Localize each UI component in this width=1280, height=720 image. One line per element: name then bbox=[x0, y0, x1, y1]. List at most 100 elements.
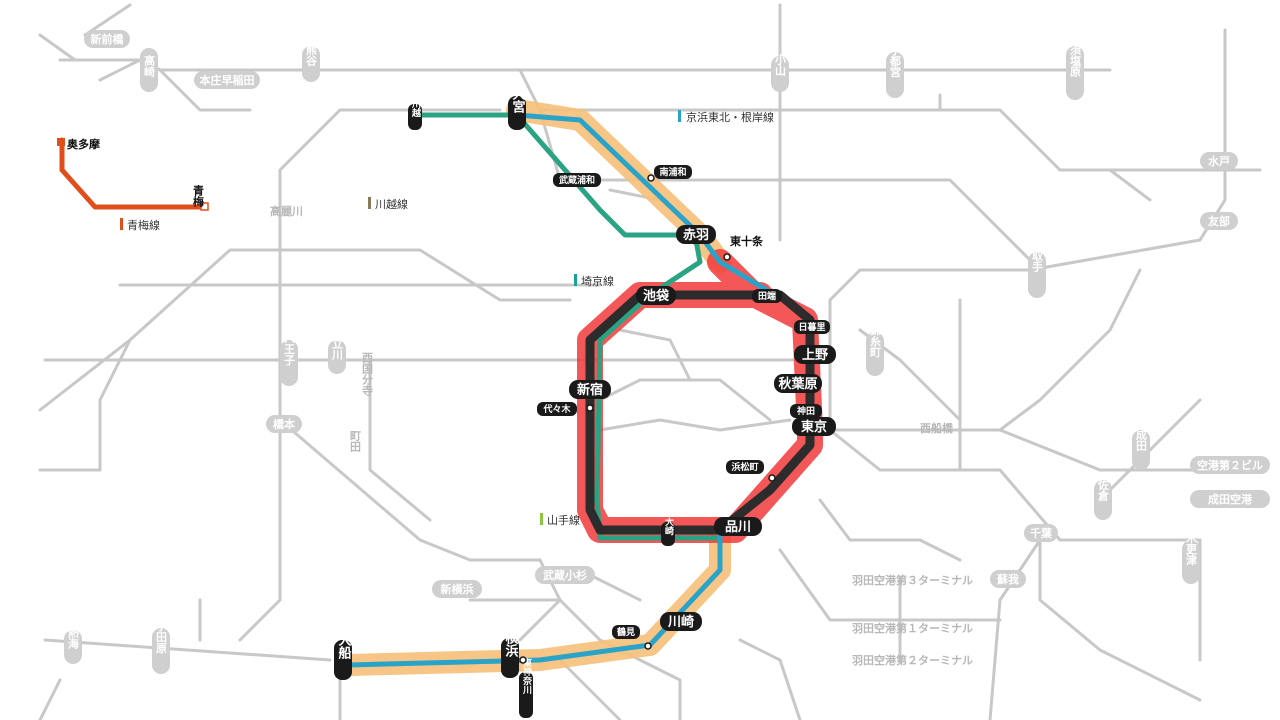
route-line-yamanote bbox=[585, 290, 815, 535]
station-pill bbox=[714, 517, 762, 536]
bg-pill-atami bbox=[64, 630, 82, 664]
station-pill bbox=[654, 165, 692, 179]
bg-pill-toride bbox=[1028, 252, 1046, 298]
legend-label-kawagoe: 川越線 bbox=[375, 197, 408, 211]
bg-pill-takasaki bbox=[140, 48, 158, 92]
bg-label-nishi-kokubunji: 西国分寺 bbox=[361, 352, 374, 397]
station-label: 品川 bbox=[725, 520, 751, 535]
station-tsurumi[interactable]: 鶴見 bbox=[612, 625, 640, 639]
station-label: 大船 bbox=[336, 632, 352, 660]
station-shinagawa[interactable]: 品川 bbox=[714, 517, 762, 536]
bg-label-shin-maebashi: 新前橋 bbox=[91, 32, 125, 46]
legend-swatch-kawagoe bbox=[368, 197, 371, 209]
station-label: 南浦和 bbox=[659, 166, 686, 178]
legend-label-yamanote: 山手線 bbox=[547, 513, 580, 527]
station-minami-urawa[interactable]: 南浦和 bbox=[654, 165, 692, 179]
bg-label-mito: 水戸 bbox=[1208, 154, 1230, 168]
station-label: 上野 bbox=[802, 348, 828, 363]
major-stations: 大宮 赤羽 池袋 上野 秋葉原 東京 新宿 品川 bbox=[334, 86, 836, 680]
station-ofuna[interactable]: 大船 bbox=[334, 632, 352, 680]
station-label: 大崎 bbox=[663, 516, 674, 536]
bg-label-toride: 取手 bbox=[1031, 250, 1044, 273]
legend-label-ome: 青梅線 bbox=[127, 218, 160, 232]
bg-pill-nasushiobara bbox=[1066, 46, 1084, 100]
station-label-higashi-jujo: 東十条 bbox=[730, 234, 764, 248]
station-label: 東京 bbox=[801, 419, 827, 435]
station-ueno[interactable]: 上野 bbox=[794, 345, 836, 364]
station-tabata[interactable]: 田端 bbox=[752, 289, 782, 303]
bg-label-narita-airport: 成田空港 bbox=[1208, 492, 1253, 506]
station-ikebukuro[interactable]: 池袋 bbox=[636, 286, 676, 305]
station-label: 鶴見 bbox=[617, 626, 635, 638]
station-akihabara[interactable]: 秋葉原 bbox=[774, 374, 822, 393]
station-marker bbox=[57, 138, 65, 146]
background-labels: 新前橋 高崎 本庄早稲田 熊谷 小山 宇都宮 那須塩原 水戸 友部 高麗川 八王… bbox=[64, 30, 1270, 674]
bg-label-kinshicho: 錦糸町 bbox=[869, 323, 882, 358]
station-pill bbox=[794, 320, 830, 334]
station-pill bbox=[334, 640, 352, 680]
bg-label-sakura: 佐倉 bbox=[1097, 478, 1111, 502]
dot-higashi-jujo bbox=[723, 253, 731, 261]
station-tokyo[interactable]: 東京 bbox=[792, 417, 836, 436]
dot-minami-urawa bbox=[647, 174, 655, 182]
station-hamamatsucho[interactable]: 浜松町 bbox=[726, 460, 764, 474]
bg-pill-honjo-waseda bbox=[194, 71, 260, 89]
bg-label-odawara: 小田原 bbox=[155, 619, 169, 654]
station-pill bbox=[519, 672, 533, 718]
station-kanda[interactable]: 神田 bbox=[790, 404, 822, 418]
station-pill bbox=[792, 417, 836, 436]
minor-stations: 川越 南浦和 武蔵浦和 東十条 田端 日暮里 神田 代々木 浜松町 bbox=[57, 99, 830, 718]
bg-label-musashi-kosugi: 武蔵小杉 bbox=[543, 568, 587, 582]
bg-label-shin-yokohama: 新横浜 bbox=[441, 582, 474, 596]
dot-hamamatsucho bbox=[768, 474, 776, 482]
bg-label-nasushiobara: 那須塩原 bbox=[1069, 33, 1083, 78]
station-osaki[interactable]: 大崎 bbox=[661, 516, 675, 546]
bg-pill-hachioji bbox=[280, 340, 298, 386]
legend-swatch-ome bbox=[120, 218, 123, 230]
station-omiya[interactable]: 大宮 bbox=[508, 86, 526, 130]
route-line-ome bbox=[59, 137, 208, 210]
dot-higashi-kanagawa bbox=[519, 656, 527, 664]
station-okutama[interactable]: 奥多摩 bbox=[57, 137, 101, 151]
station-pill bbox=[636, 286, 676, 305]
bg-pill-tachikawa bbox=[328, 340, 346, 374]
bg-label-tomobe: 友部 bbox=[1208, 214, 1230, 228]
station-label: 神田 bbox=[797, 405, 815, 417]
station-nippori[interactable]: 日暮里 bbox=[794, 320, 830, 334]
bg-label-hachioji: 八王子 bbox=[283, 332, 297, 366]
dot-tsurumi bbox=[644, 642, 652, 650]
bg-label-haneda-t2: 羽田空港第２ターミナル bbox=[852, 653, 973, 667]
station-kawasaki[interactable]: 川崎 bbox=[660, 612, 702, 631]
bg-pill-shin-yokohama bbox=[432, 580, 482, 598]
station-pill bbox=[752, 289, 782, 303]
station-label: 代々木 bbox=[542, 403, 571, 415]
station-label: 奥多摩 bbox=[66, 137, 101, 151]
bg-pill-narita-airport bbox=[1190, 490, 1270, 508]
station-yoyogi[interactable]: 代々木 bbox=[537, 402, 577, 416]
station-ome[interactable]: 青梅 bbox=[192, 184, 209, 211]
station-pill bbox=[726, 460, 764, 474]
station-pill bbox=[794, 345, 836, 364]
station-higashi-kanagawa[interactable]: 東神奈川 bbox=[519, 657, 533, 718]
bg-pill-soga bbox=[990, 570, 1026, 588]
station-shinjuku[interactable]: 新宿 bbox=[569, 380, 611, 399]
bg-pill-sakura bbox=[1094, 480, 1112, 520]
bg-label-soga: 蘇我 bbox=[996, 572, 1019, 586]
station-label: 武蔵浦和 bbox=[559, 174, 595, 186]
station-pill bbox=[408, 104, 422, 130]
station-kawagoe[interactable]: 川越 bbox=[408, 99, 422, 130]
route-line-kawagoe bbox=[412, 112, 698, 238]
station-label: 日暮里 bbox=[798, 321, 825, 333]
station-pill bbox=[569, 380, 611, 399]
legend: 京浜東北・根岸線 川越線 埼京線 山手線 青梅線 bbox=[120, 110, 774, 527]
bg-pill-shin-maebashi bbox=[84, 30, 130, 48]
station-label: 青梅 bbox=[192, 184, 205, 208]
legend-label-saikyo: 埼京線 bbox=[581, 274, 614, 288]
bg-pill-musashi-kosugi bbox=[535, 566, 595, 584]
station-yokohama[interactable]: 横浜 bbox=[501, 630, 519, 678]
station-musashi-urawa[interactable]: 武蔵浦和 bbox=[553, 173, 601, 187]
station-label: 川越 bbox=[410, 99, 422, 118]
station-akabane[interactable]: 赤羽 bbox=[676, 225, 716, 244]
bg-label-hashimoto: 橋本 bbox=[273, 417, 295, 431]
